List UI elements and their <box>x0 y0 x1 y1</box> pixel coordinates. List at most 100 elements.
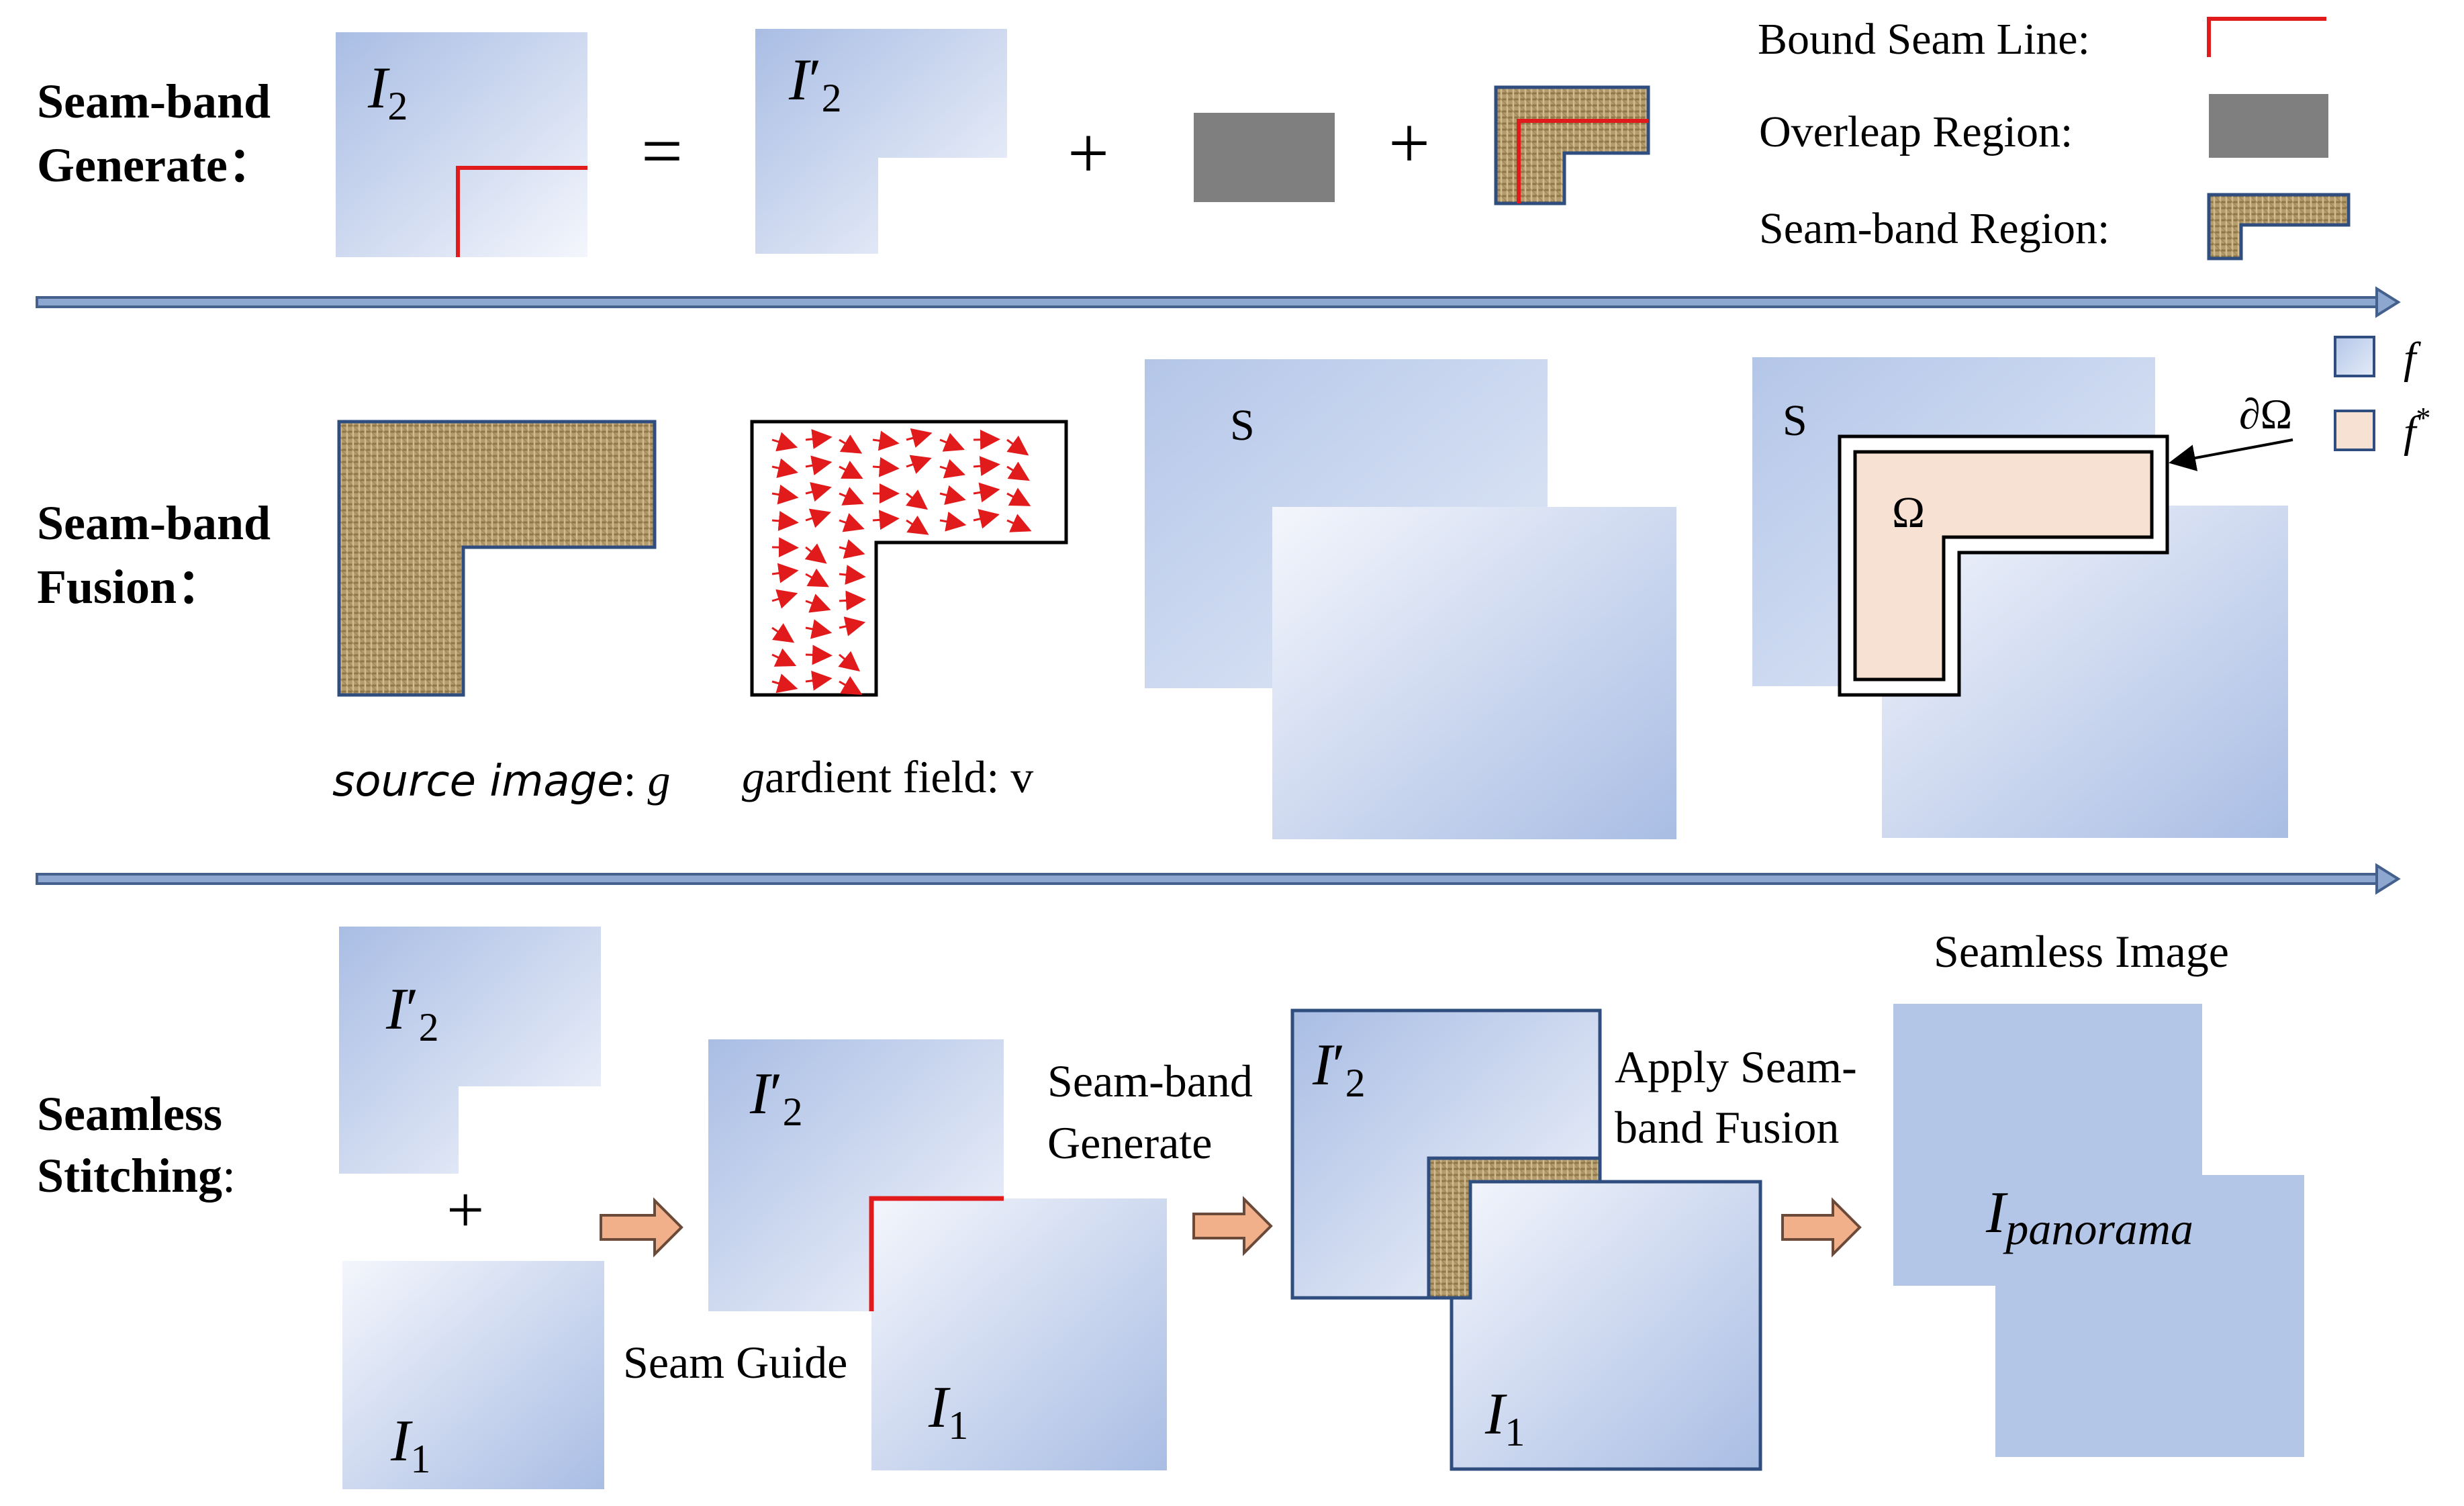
gradient-arrow <box>872 430 900 451</box>
gradient-arrow <box>906 489 928 510</box>
overlap-region-block <box>1194 113 1335 202</box>
boundary-pointer-arrow <box>2169 438 2293 471</box>
boundary-label: ∂Ω <box>2239 390 2292 438</box>
gradient-arrow <box>1006 461 1030 481</box>
gradient-arrow <box>1006 514 1032 532</box>
legend-f-star-label: f* <box>2404 402 2430 457</box>
gradient-arrow <box>1006 435 1029 456</box>
gradient-arrow <box>973 509 1000 529</box>
row1-label-line1: Seam-band <box>37 75 271 128</box>
stitch-arrow-3 <box>1781 1197 1862 1258</box>
gradient-arrow <box>839 616 866 637</box>
gradient-arrow <box>771 432 798 452</box>
gradient-arrow <box>771 589 798 609</box>
gradient-arrow <box>906 515 929 535</box>
gradient-arrow <box>805 568 829 587</box>
divider-arrow-1 <box>36 286 2401 318</box>
seam-line-on-band <box>1517 119 1648 203</box>
gradient-arrow <box>973 456 1000 477</box>
gradient-field-arrows <box>771 428 1032 696</box>
label-apply-fusion-1: Apply Seam- <box>1615 1041 1857 1092</box>
gradient-arrow <box>906 428 933 448</box>
plus-sign-2: + <box>1388 102 1430 184</box>
legend-f-icon <box>2334 336 2375 377</box>
row3-label-line1: Seamless <box>37 1087 222 1141</box>
panorama-image <box>1893 1004 2304 1457</box>
row3-label-line2: Stitching: <box>37 1149 236 1203</box>
gradient-arrow <box>771 537 799 558</box>
gradient-arrow <box>939 432 965 452</box>
gradient-arrow <box>804 543 827 564</box>
gradient-arrow <box>939 459 966 479</box>
gradient-arrow <box>906 455 932 474</box>
gen-seam-band <box>1427 1156 1602 1300</box>
row2-label-line1: Seam-band <box>37 496 271 550</box>
gradient-arrow <box>973 482 1000 503</box>
i2-prime-label: I′2 <box>788 48 842 120</box>
omega-label: Ω <box>1892 488 1925 537</box>
gradient-arrow <box>939 511 967 532</box>
gradient-arrow <box>839 434 863 454</box>
legend-overleap-region: Overleap Region: <box>1759 107 2073 156</box>
guide-seam-line <box>869 1196 1004 1311</box>
row-seam-band-generate: Seam-band Generate： I2 = I′2 + + Bound S… <box>37 15 2351 261</box>
label-seam-band-generate-1: Seam-band <box>1047 1055 1253 1107</box>
stitch-i1 <box>342 1261 604 1489</box>
gradient-arrow <box>839 461 863 479</box>
gradient-arrow <box>839 590 866 611</box>
omega-region <box>1853 450 2154 681</box>
gradient-arrow <box>805 670 833 691</box>
gradient-arrow <box>805 508 832 528</box>
image-i2 <box>336 32 587 257</box>
gradient-arrow <box>872 457 900 477</box>
gradient-arrow <box>771 563 799 583</box>
gen-i1-label: I1 <box>1484 1382 1525 1454</box>
gradient-arrow <box>839 539 865 559</box>
stitch-i1-label: I1 <box>390 1409 430 1481</box>
gradient-arrow <box>771 648 797 667</box>
gradient-arrow <box>805 429 833 449</box>
gradient-arrow <box>771 623 795 643</box>
divider-arrow-2 <box>36 863 2401 895</box>
panorama-label: Ipanorama <box>1985 1180 2193 1254</box>
legend-f-label: f <box>2404 334 2421 383</box>
row2-label-line2: Fusion： <box>37 560 225 614</box>
gradient-arrow <box>805 594 831 613</box>
guide-i1-label: I1 <box>928 1375 968 1448</box>
image-f-front <box>1272 507 1676 839</box>
gradient-arrow <box>838 651 861 672</box>
caption-source-image: source image: g <box>332 755 671 806</box>
s-label-1: S <box>1230 401 1255 450</box>
legend-f-star-icon <box>2334 410 2375 451</box>
label-seam-band-generate-2: Generate <box>1047 1117 1212 1168</box>
gradient-arrow <box>771 510 799 531</box>
caption-gradient-field: gardient field: v <box>742 751 1033 802</box>
legend-seam-band-region: Seam-band Region: <box>1759 204 2110 253</box>
equals-sign: = <box>641 110 683 192</box>
label-apply-fusion-2: band Fusion <box>1615 1102 1839 1153</box>
gradient-arrow <box>973 429 1000 450</box>
label-seam-guide: Seam Guide <box>623 1337 847 1388</box>
stitch-arrow-1 <box>600 1197 683 1258</box>
stitch-i2-prime-label: I′2 <box>385 977 439 1049</box>
gradient-arrow <box>839 513 865 532</box>
i2-prime-cutout <box>878 158 1009 257</box>
gradient-field-v-shape <box>750 420 1068 697</box>
legend-seam-line-icon <box>2207 17 2326 57</box>
seam-band-region-shape <box>1494 85 1650 205</box>
legend-seam-band-icon <box>2207 193 2351 261</box>
row-seam-band-fusion: Seam-band Fusion： source image: g gardie… <box>37 334 2430 839</box>
gradient-arrow <box>771 673 798 694</box>
plus-sign-1: + <box>1068 112 1109 194</box>
source-image-g-shape <box>337 420 657 697</box>
guide-i1 <box>871 1198 1167 1470</box>
legend-bound-seam-line: Bound Seam Line: <box>1758 15 2090 64</box>
gradient-arrow <box>839 565 866 585</box>
legend-overlap-icon <box>2209 94 2328 158</box>
gen-i1 <box>1450 1180 1762 1471</box>
i2-label: I2 <box>367 56 408 128</box>
gradient-arrow <box>805 455 833 476</box>
stitch-arrow-2 <box>1192 1196 1273 1256</box>
guide-i2-prime-label: I′2 <box>749 1062 803 1134</box>
stitch-plus-sign: + <box>446 1172 484 1247</box>
